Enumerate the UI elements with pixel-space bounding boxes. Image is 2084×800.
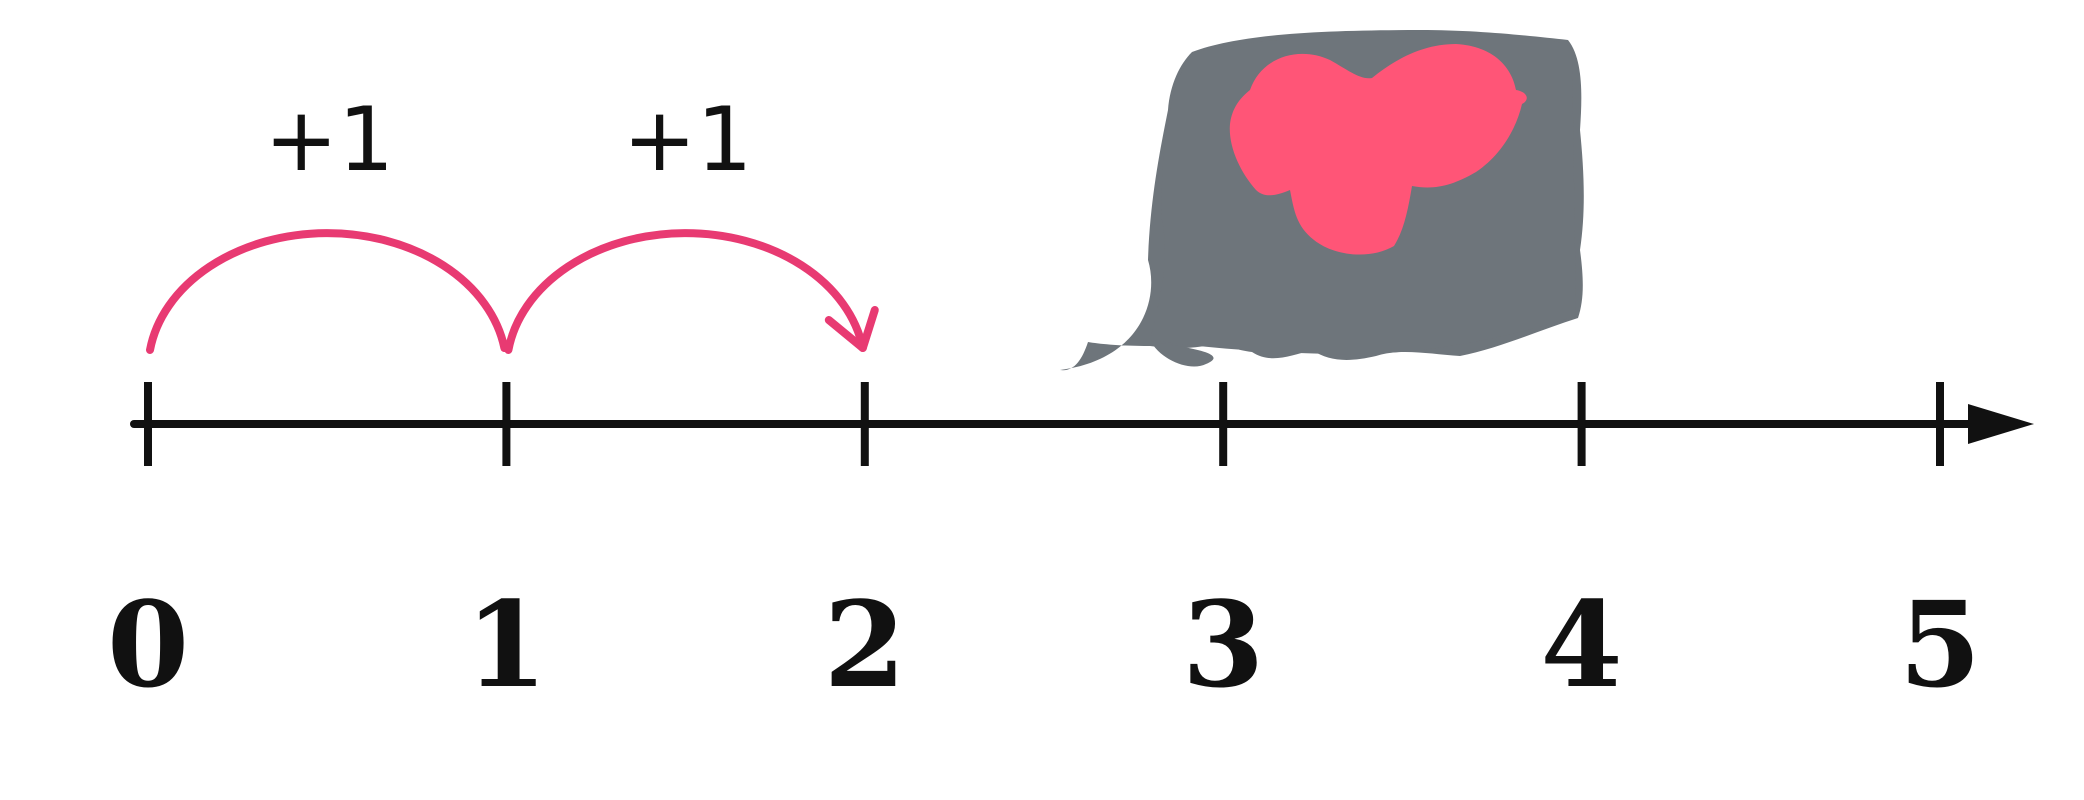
tick-marks bbox=[144, 382, 1944, 466]
jump-label-1-to-2: +1 bbox=[623, 88, 753, 191]
tick-label-2: 2 bbox=[824, 575, 906, 714]
tick-label-1: 1 bbox=[465, 575, 547, 714]
axis-arrow-icon bbox=[1968, 404, 2034, 444]
tick-label-3: 3 bbox=[1182, 575, 1264, 714]
jump-arrowhead-icon bbox=[824, 306, 879, 352]
tick-label-0: 0 bbox=[107, 575, 189, 714]
tick-label-4: 4 bbox=[1541, 575, 1623, 714]
tick-labels: 0 1 2 3 4 5 bbox=[107, 575, 1981, 714]
redaction-pink-blob bbox=[1229, 44, 1527, 255]
jump-arc-0-to-1 bbox=[146, 229, 509, 354]
jump-arcs: +1 +1 bbox=[146, 88, 879, 354]
redaction-scribble bbox=[1060, 30, 1584, 371]
jump-label-0-to-1: +1 bbox=[264, 88, 394, 191]
jump-arc-1-to-2 bbox=[504, 229, 867, 354]
tick-label-5: 5 bbox=[1899, 575, 1981, 714]
